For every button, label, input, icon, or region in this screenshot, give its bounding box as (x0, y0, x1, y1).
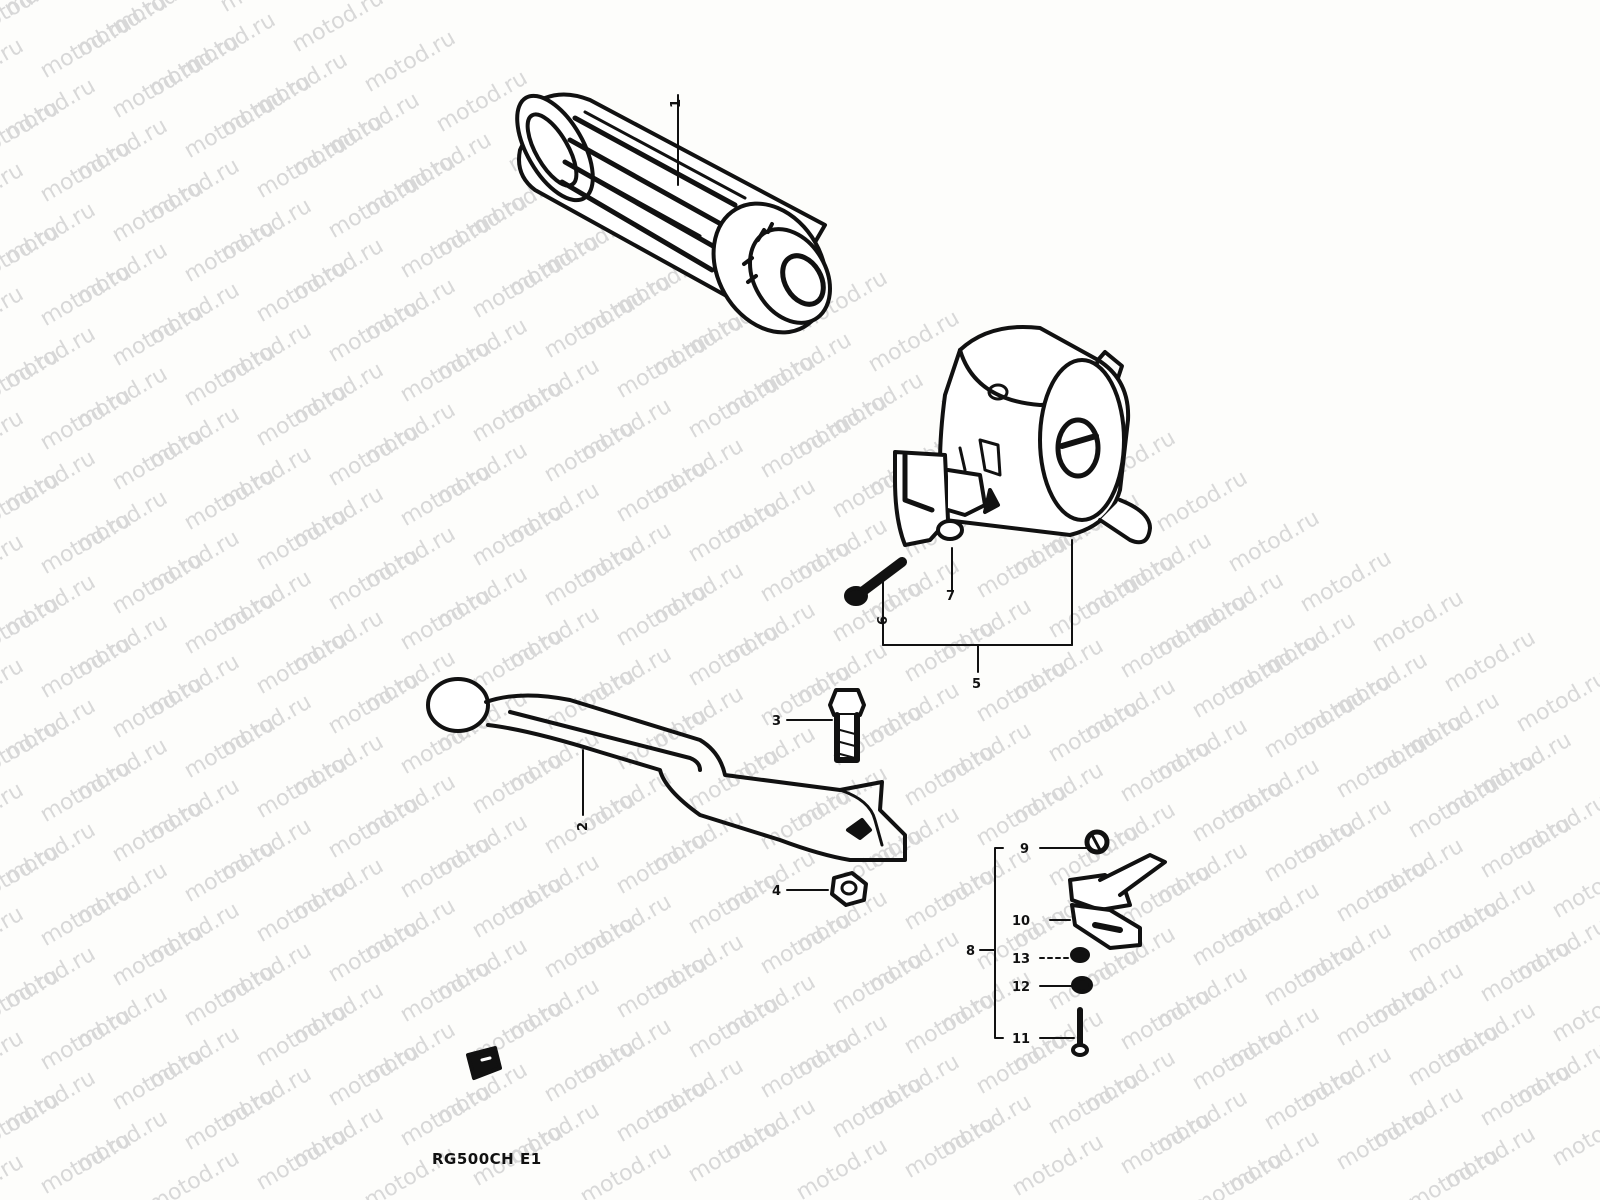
callout-1: 1 (669, 99, 684, 108)
switch-housing-drawing (893, 324, 1152, 547)
lever-nut-drawing (830, 871, 868, 907)
model-code-label: RG500CH E1 (432, 1150, 542, 1168)
callout-13: 13 (1012, 952, 1030, 967)
callout-6: 6 (876, 616, 891, 625)
callout-5: 5 (972, 677, 981, 692)
callout-4: 4 (772, 884, 781, 899)
switch-screw-drawing (844, 557, 907, 606)
callout-11: 11 (1012, 1032, 1030, 1047)
holder-set-drawing (1068, 829, 1167, 1057)
small-clip-drawing (466, 1046, 502, 1080)
callout-12: 12 (1012, 980, 1030, 995)
leader-lines (582, 94, 1089, 1039)
lever-bolt-drawing (828, 688, 866, 763)
callout-numbers: 1 2 3 4 5 6 7 8 9 10 13 12 11 (576, 99, 1030, 1047)
callout-3: 3 (772, 714, 781, 729)
callout-2: 2 (576, 822, 591, 831)
throttle-grip-drawing (515, 92, 832, 335)
callout-10: 10 (1012, 914, 1030, 929)
callout-7: 7 (946, 589, 955, 604)
callout-9: 9 (1020, 842, 1029, 857)
callout-8: 8 (966, 944, 975, 959)
brake-lever-drawing (426, 677, 907, 862)
